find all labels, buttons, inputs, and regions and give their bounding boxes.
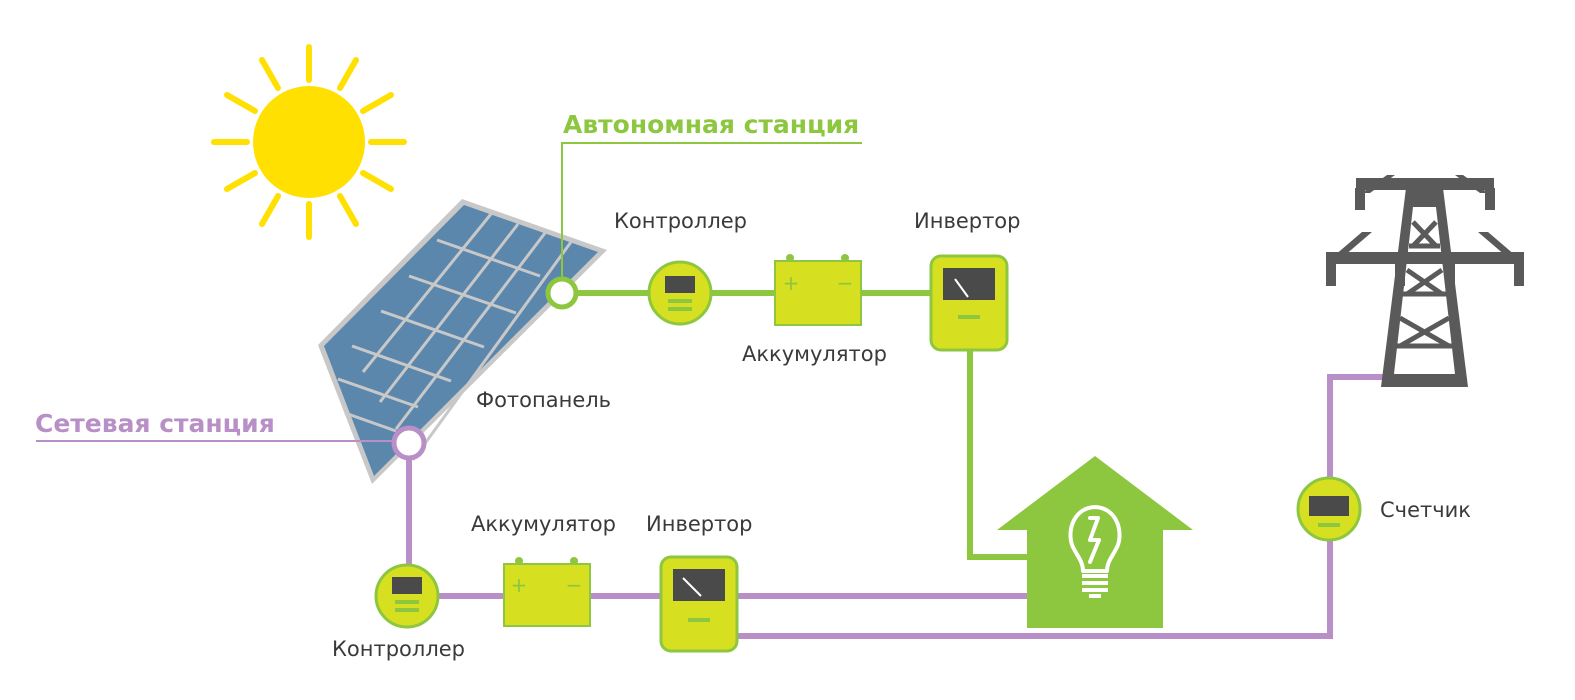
autonomous-station-title: Автономная станция xyxy=(563,110,860,139)
battery-plus-sign: + xyxy=(783,271,800,295)
grid-battery-label: Аккумулятор xyxy=(471,512,616,536)
battery-plus-sign: + xyxy=(511,573,528,597)
grid-inverter-icon xyxy=(659,555,739,653)
meter-label: Счетчик xyxy=(1380,498,1471,522)
autonomous-inverter-icon xyxy=(929,254,1009,352)
autonomous-battery-icon: + − xyxy=(774,254,862,326)
autonomous-inverter-label: Инвертор xyxy=(914,209,1021,233)
autonomous-controller-label: Контроллер xyxy=(614,209,747,233)
panel-label: Фотопанель xyxy=(476,388,612,412)
solar-panel xyxy=(318,199,607,484)
autonomous-battery-label: Аккумулятор xyxy=(742,342,887,366)
autonomous-wiring xyxy=(561,142,1030,560)
house-lightbulb-icon xyxy=(997,456,1193,628)
power-tower-icon xyxy=(1326,175,1524,387)
grid-inverter-label: Инвертор xyxy=(646,512,753,536)
autonomous-connector xyxy=(545,276,579,310)
grid-battery-icon: + − xyxy=(503,557,591,627)
grid-connector xyxy=(391,425,427,461)
battery-minus-sign: − xyxy=(837,271,854,295)
grid-controller-label: Контроллер xyxy=(332,637,465,661)
grid-station-title: Сетевая станция xyxy=(35,409,275,438)
meter-icon xyxy=(1296,476,1362,542)
battery-minus-sign: − xyxy=(566,573,583,597)
autonomous-controller-icon xyxy=(647,260,713,326)
grid-controller-icon xyxy=(374,563,440,629)
sun-icon xyxy=(211,44,407,240)
